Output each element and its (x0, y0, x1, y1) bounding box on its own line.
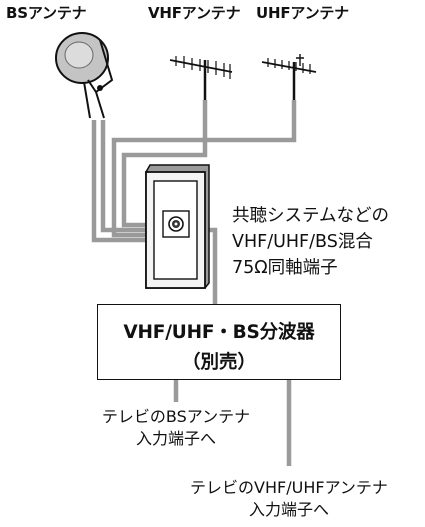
splitter-name: VHF/UHF・BS分波器 (123, 322, 315, 343)
vu-output-line2: 入力端子へ (248, 500, 329, 519)
bs-output-label: テレビのBSアンテナ 入力端子へ (68, 406, 284, 450)
bs-antenna-label: BSアンテナ (6, 4, 87, 22)
vhf-cable (121, 100, 208, 228)
cables (91, 100, 297, 466)
uhf-antenna-label: UHFアンテナ (256, 4, 349, 22)
vhf-antenna-label: VHFアンテナ (148, 4, 241, 22)
bs-output-line2: 入力端子へ (135, 429, 216, 448)
outlet-note-line2: VHF/UHF/BS混合 (232, 232, 373, 252)
wall-outlet (145, 164, 210, 289)
splitter-box: VHF/UHF・BS分波器 （別売） (97, 304, 341, 380)
outlet-note-line3: 75Ω同軸端子 (232, 258, 338, 278)
outlet-note-line1: 共聴システムなどの (232, 206, 389, 226)
bs-cable-b (100, 120, 150, 233)
bs-cable-a (91, 120, 150, 243)
vhf-antenna (169, 56, 233, 100)
bs-output-line1: テレビのBSアンテナ (101, 407, 251, 426)
vu-output-line1: テレビのVHF/UHFアンテナ (190, 478, 388, 497)
vu-output-label: テレビのVHF/UHFアンテナ 入力端子へ (156, 477, 422, 521)
splitter-note: （別売） (181, 352, 256, 373)
uhf-antenna (261, 54, 317, 100)
uhf-cable (111, 100, 297, 238)
bs-dish-antenna (55, 32, 114, 119)
